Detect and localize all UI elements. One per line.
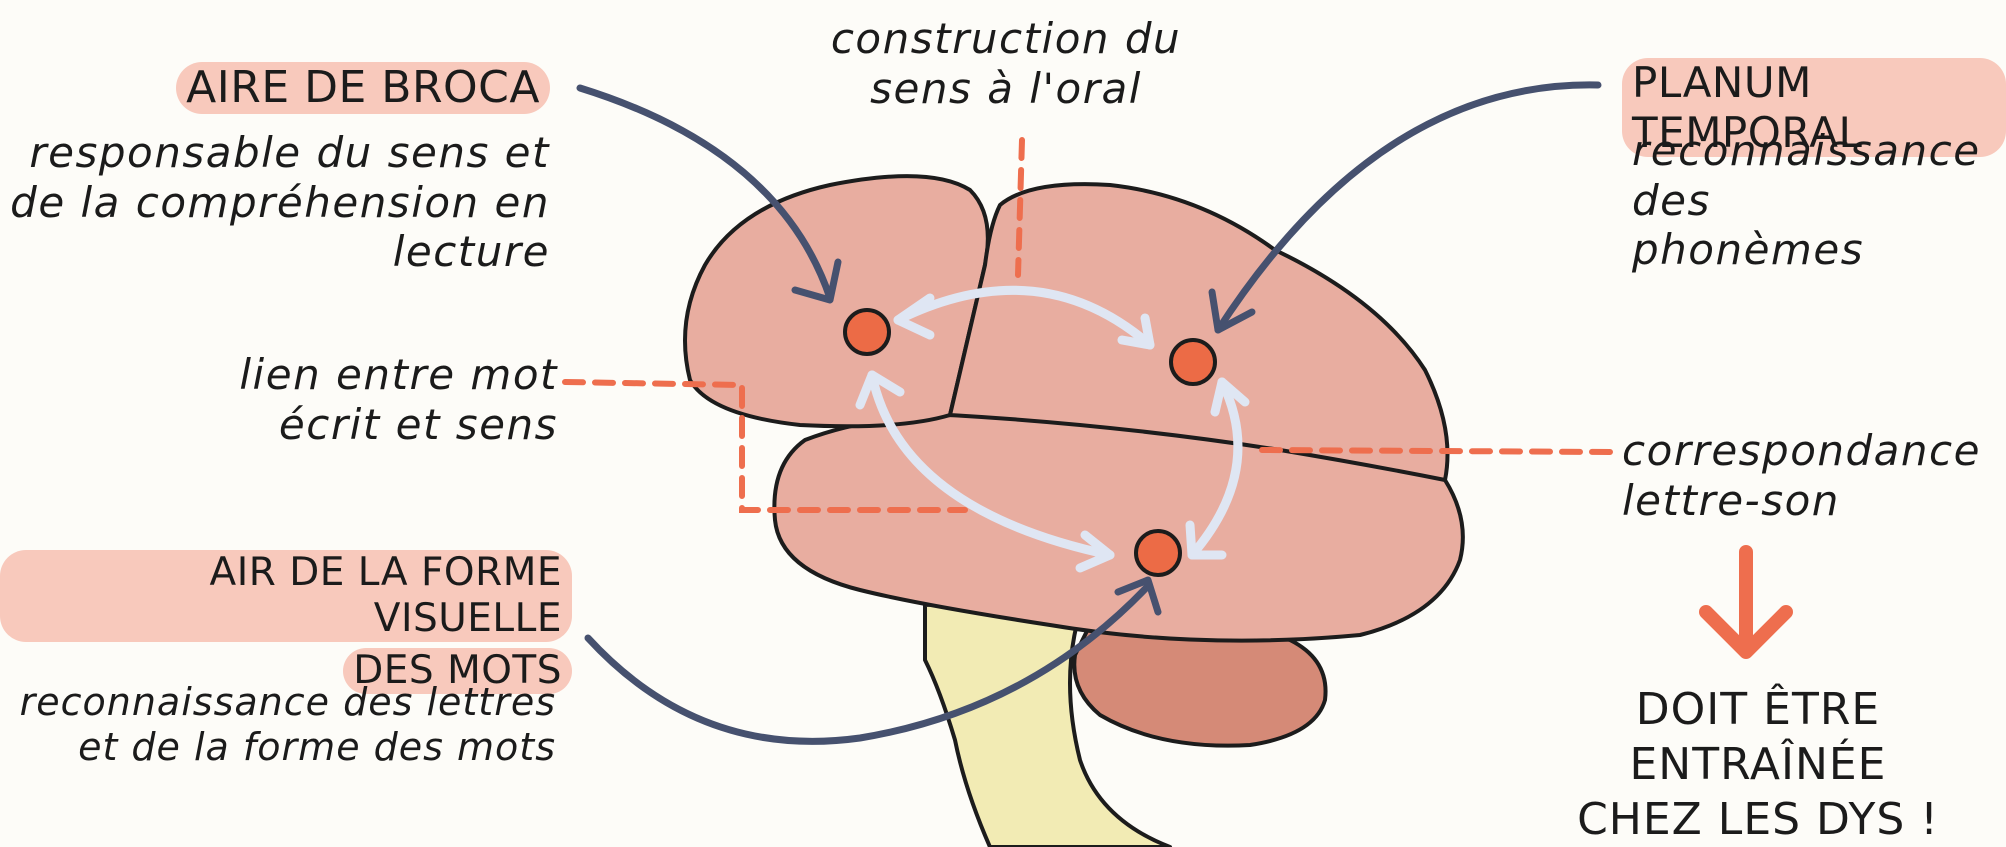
conclusion: DOIT ÊTRE ENTRAÎNÉE CHEZ LES DYS !	[1510, 682, 2006, 847]
orange-down-arrow	[1706, 552, 1786, 652]
broca-desc-line2: de la compréhension en	[0, 178, 550, 228]
visual-desc-line1: reconnaissance des lettres	[0, 680, 556, 725]
lien-line1: lien entre mot	[128, 350, 558, 400]
area-broca-dot	[845, 310, 889, 354]
correspondance-label: correspondance lettre-son	[1622, 426, 2006, 525]
conclusion-line2: CHEZ LES DYS !	[1510, 792, 2006, 847]
broca-label: AIRE DE BROCA	[0, 62, 550, 114]
area-planum-dot	[1171, 340, 1215, 384]
planum-desc-line1: reconnaissance des	[1632, 126, 2006, 225]
correspondance-line1: correspondance	[1622, 426, 2006, 476]
visual-title-line1: AIR DE LA FORME VISUELLE	[0, 550, 572, 642]
correspondance-line2: lettre-son	[1622, 476, 2006, 526]
broca-title: AIRE DE BROCA	[176, 62, 550, 114]
broca-description: responsable du sens et de la compréhensi…	[0, 128, 550, 277]
lien-line2: écrit et sens	[128, 400, 558, 450]
oral-line1: construction du	[826, 14, 1186, 64]
oral-line2: sens à l'oral	[826, 64, 1186, 114]
visual-desc-line2: et de la forme des mots	[0, 725, 556, 770]
area-visual-dot	[1136, 531, 1180, 575]
planum-desc-line2: phonèmes	[1632, 225, 2006, 275]
visual-label: AIR DE LA FORME VISUELLE DES MOTS	[0, 550, 572, 694]
lien-label: lien entre mot écrit et sens	[128, 350, 558, 449]
broca-desc-line3: lecture	[0, 227, 550, 277]
oral-label: construction du sens à l'oral	[826, 14, 1186, 113]
planum-description: reconnaissance des phonèmes	[1632, 126, 2006, 275]
conclusion-line1: DOIT ÊTRE ENTRAÎNÉE	[1510, 682, 2006, 792]
visual-description: reconnaissance des lettres et de la form…	[0, 680, 556, 770]
broca-desc-line1: responsable du sens et	[0, 128, 550, 178]
